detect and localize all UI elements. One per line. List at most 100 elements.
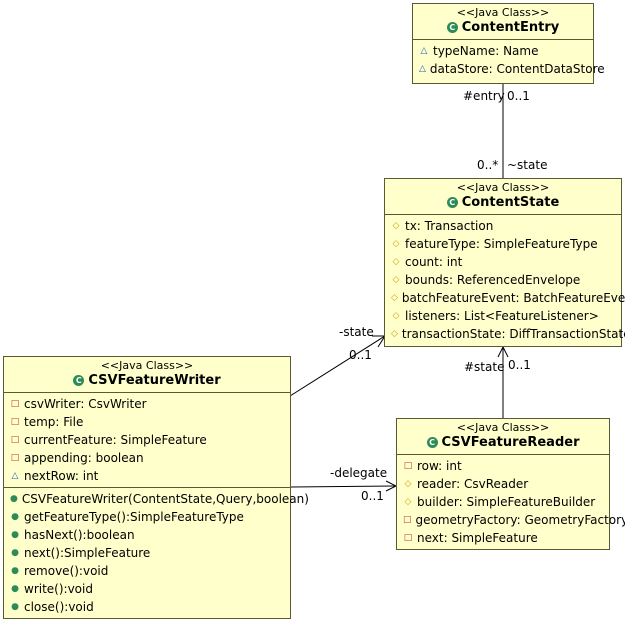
- attribute-row: △ nextRow: int: [4, 467, 290, 485]
- attributes-section: △typeName: Name△dataStore: ContentDataSt…: [413, 40, 605, 80]
- package-triangle-icon: △: [419, 63, 426, 74]
- label-state-mult: 0..*: [477, 158, 499, 172]
- member-text: listeners: List<FeatureListener>: [405, 308, 599, 323]
- stereotype: <<Java Class>>: [100, 359, 194, 372]
- private-square-icon: □: [403, 514, 412, 525]
- class-name: ContentState: [461, 194, 560, 210]
- member-text: reader: CsvReader: [417, 476, 529, 491]
- label-entry-mult: 0..1: [507, 89, 530, 103]
- attribute-row: ◇ bounds: ReferencedEnvelope: [385, 271, 621, 289]
- attribute-row: □ next: SimpleFeature: [397, 529, 609, 547]
- private-square-icon: □: [10, 416, 20, 427]
- member-text: currentFeature: SimpleFeature: [24, 432, 207, 447]
- private-square-icon: □: [403, 460, 413, 471]
- member-text: geometryFactory: GeometryFactory: [415, 512, 625, 527]
- member-text: builder: SimpleFeatureBuilder: [417, 494, 596, 509]
- public-circle-icon: ●: [11, 601, 19, 612]
- member-text: typeName: Name: [433, 43, 539, 58]
- constructor-icon: ●: [10, 493, 18, 504]
- class-icon: C: [446, 22, 458, 33]
- member-text: close():void: [24, 599, 94, 614]
- member-text: count: int: [405, 254, 463, 269]
- protected-diamond-icon: ◇: [404, 478, 412, 489]
- attribute-row: ◇ listeners: List<FeatureListener>: [385, 307, 621, 325]
- arrowhead-reader-state: [497, 345, 509, 358]
- public-circle-icon: ●: [11, 565, 19, 576]
- stereotype: <<Java Class>>: [456, 181, 550, 194]
- label-delegate-mult: 0..1: [361, 489, 384, 503]
- public-circle-icon: ●: [11, 511, 19, 522]
- method-row: ● hasNext():boolean: [4, 526, 290, 544]
- method-row: ● remove():void: [4, 562, 290, 580]
- attribute-row: □ appending: boolean: [4, 449, 290, 467]
- public-circle-icon: ●: [11, 529, 19, 540]
- member-text: nextRow: int: [24, 468, 99, 483]
- attribute-row: ◇ reader: CsvReader: [397, 475, 609, 493]
- member-text: bounds: ReferencedEnvelope: [405, 272, 581, 287]
- method-row: ● close():void: [4, 598, 290, 616]
- member-text: tx: Transaction: [405, 218, 494, 233]
- package-triangle-icon: △: [420, 45, 428, 56]
- label-entry-role: #entry: [463, 89, 505, 103]
- protected-diamond-icon: ◇: [404, 496, 412, 507]
- edge-writer-reader: [290, 485, 397, 488]
- attribute-row: ◇ count: int: [385, 253, 621, 271]
- member-text: featureType: SimpleFeatureType: [405, 236, 598, 251]
- label-state-role: ~state: [507, 158, 548, 172]
- attribute-row: ◇ builder: SimpleFeatureBuilder: [397, 493, 609, 511]
- protected-diamond-icon: ◇: [392, 310, 400, 321]
- member-text: next: SimpleFeature: [417, 530, 538, 545]
- member-text: remove():void: [24, 563, 109, 578]
- label-writer-state-mult: 0..1: [349, 348, 372, 362]
- protected-diamond-icon: ◇: [391, 328, 398, 339]
- class-icon: C: [446, 197, 458, 208]
- member-text: transactionState: DiffTransactionState: [401, 326, 625, 341]
- protected-diamond-icon: ◇: [392, 256, 400, 267]
- attribute-row: ◇transactionState: DiffTransactionState: [385, 325, 625, 343]
- attribute-row: □csvWriter: CsvWriter: [4, 395, 290, 413]
- edge-writer-state: [289, 335, 386, 397]
- attribute-row: □ row: int: [397, 457, 609, 475]
- class-icon: C: [73, 375, 85, 386]
- member-text: appending: boolean: [24, 450, 144, 465]
- method-row: ●next():SimpleFeature: [4, 544, 290, 562]
- member-text: temp: File: [24, 414, 84, 429]
- method-row: ●CSVFeatureWriter(ContentState,Query,boo…: [4, 490, 309, 508]
- member-text: CSVFeatureWriter(ContentState,Query,bool…: [21, 491, 309, 506]
- attribute-row: □geometryFactory: GeometryFactory: [397, 511, 625, 529]
- private-square-icon: □: [10, 434, 20, 445]
- member-text: row: int: [417, 458, 462, 473]
- label-reader-state-role: #state: [464, 360, 505, 374]
- protected-diamond-icon: ◇: [392, 220, 400, 231]
- attributes-section: □csvWriter: CsvWriter□temp: File□current…: [4, 393, 290, 487]
- methods-section: ●CSVFeatureWriter(ContentState,Query,boo…: [4, 486, 309, 618]
- package-triangle-icon: △: [11, 470, 19, 481]
- class-icon: C: [426, 437, 438, 448]
- private-square-icon: □: [10, 452, 20, 463]
- member-text: hasNext():boolean: [24, 527, 135, 542]
- label-delegate-role: -delegate: [330, 466, 388, 480]
- method-row: ●write():void: [4, 580, 290, 598]
- member-text: next():SimpleFeature: [24, 545, 151, 560]
- protected-diamond-icon: ◇: [392, 274, 400, 285]
- private-square-icon: □: [403, 532, 413, 543]
- class-name: ContentEntry: [461, 19, 560, 35]
- protected-diamond-icon: ◇: [391, 292, 398, 303]
- private-square-icon: □: [10, 398, 20, 409]
- method-row: ●getFeatureType():SimpleFeatureType: [4, 508, 290, 526]
- attributes-section: ◇ tx: Transaction ◇ featureType: SimpleFeat…: [385, 215, 625, 345]
- label-reader-state-mult: 0..1: [508, 358, 531, 372]
